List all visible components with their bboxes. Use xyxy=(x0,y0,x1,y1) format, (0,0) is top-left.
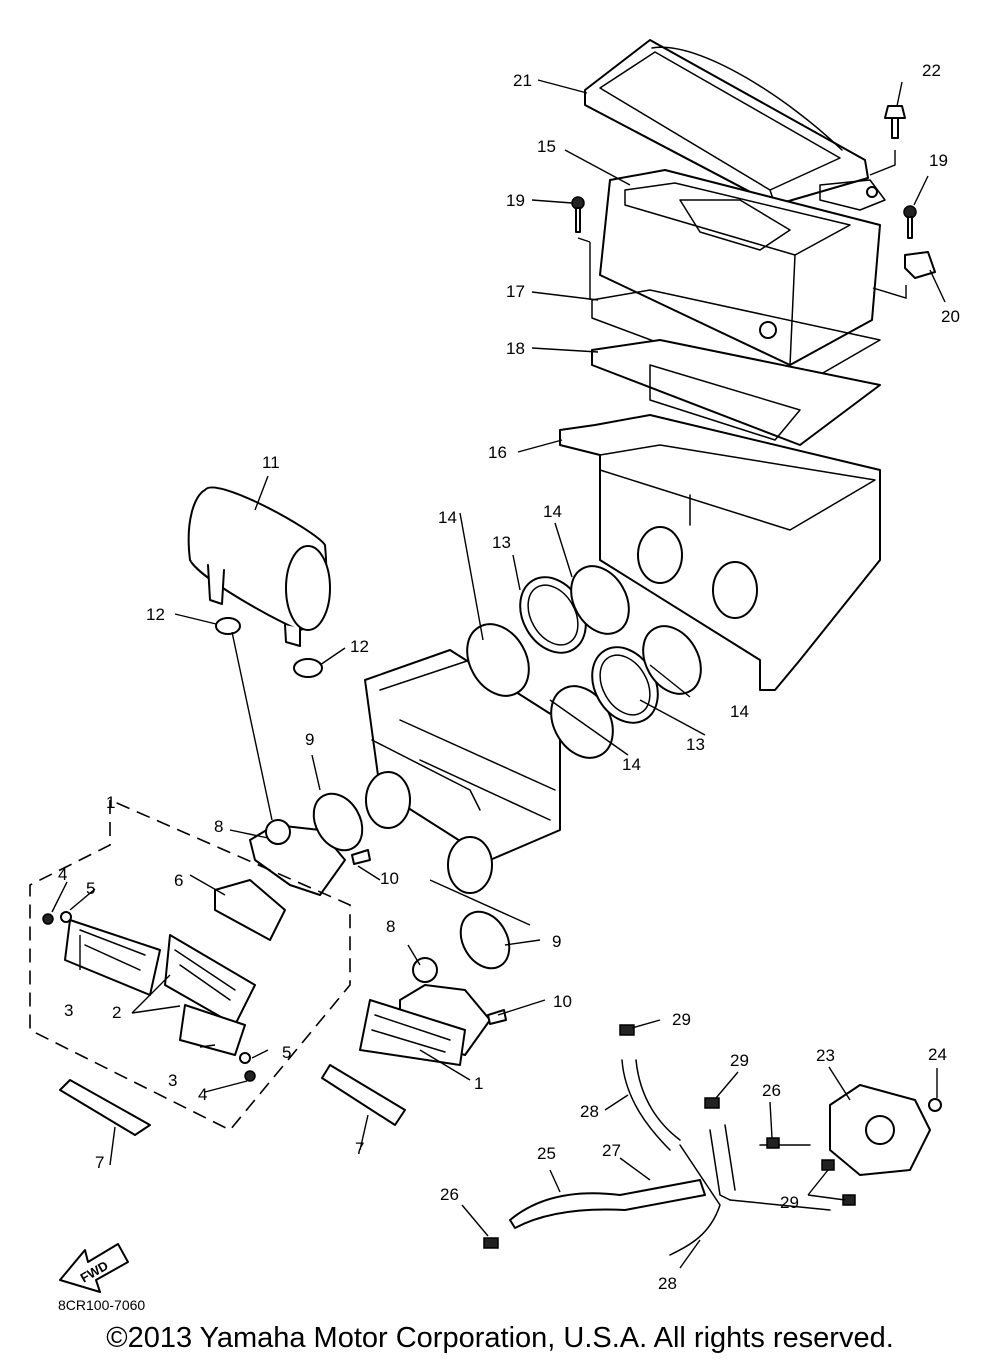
callout-1-group: 1 xyxy=(106,793,115,812)
diagram-code: 8CR100-7060 xyxy=(58,1297,145,1313)
carburetor-assembly xyxy=(364,649,561,894)
callout-26-right: 26 xyxy=(762,1081,781,1100)
reed-valve-group-boundary xyxy=(29,799,351,1131)
callout-18: 18 xyxy=(506,339,525,358)
callout-17: 17 xyxy=(506,282,525,301)
callout-2: 2 xyxy=(112,1003,121,1022)
callout-3-bottom: 3 xyxy=(168,1071,177,1090)
callout-8-top: 8 xyxy=(214,817,223,836)
air-box-upper xyxy=(599,169,886,366)
callout-14-bottom: 14 xyxy=(622,755,641,774)
copyright-notice: ©2013 Yamaha Motor Corporation, U.S.A. A… xyxy=(106,1322,894,1354)
callout-numbers: 21 22 15 19 19 20 17 18 16 11 12 12 14 1… xyxy=(58,61,960,1293)
callout-29-bottom: 29 xyxy=(780,1193,799,1212)
forward-direction-arrow: FWD xyxy=(59,1243,129,1293)
callout-9-bottom: 9 xyxy=(552,932,561,951)
callout-3-left: 3 xyxy=(64,1001,73,1020)
callout-29-middle: 29 xyxy=(730,1051,749,1070)
callout-4-bottom: 4 xyxy=(198,1085,207,1104)
callout-7-left: 7 xyxy=(95,1153,104,1172)
callout-13-top: 13 xyxy=(492,533,511,552)
callout-21: 21 xyxy=(513,71,532,90)
callout-28-bottom: 28 xyxy=(658,1274,677,1293)
air-box-lower xyxy=(559,364,881,691)
callout-7-right: 7 xyxy=(355,1139,364,1158)
callout-10-bottom: 10 xyxy=(553,992,572,1011)
gaskets xyxy=(591,289,881,446)
callout-8-bottom: 8 xyxy=(386,917,395,936)
callout-28-top: 28 xyxy=(580,1102,599,1121)
callout-23: 23 xyxy=(816,1046,835,1065)
callout-15: 15 xyxy=(537,137,556,156)
callout-13-bottom: 13 xyxy=(686,735,705,754)
callout-14-right: 14 xyxy=(730,702,749,721)
callout-19-right: 19 xyxy=(929,151,948,170)
callout-29-top: 29 xyxy=(672,1010,691,1029)
callout-22: 22 xyxy=(922,61,941,80)
callout-9-top: 9 xyxy=(305,730,314,749)
callout-6: 6 xyxy=(174,871,183,890)
callout-10-top: 10 xyxy=(380,869,399,888)
callout-24: 24 xyxy=(928,1045,947,1064)
callout-20: 20 xyxy=(941,307,960,326)
callout-4-top: 4 xyxy=(58,865,67,884)
joints-and-clamps xyxy=(466,565,702,759)
callout-5-bottom: 5 xyxy=(282,1043,291,1062)
callout-25: 25 xyxy=(537,1144,556,1163)
callout-14-left: 14 xyxy=(438,508,457,527)
callout-27: 27 xyxy=(602,1141,621,1160)
callout-12-left: 12 xyxy=(146,605,165,624)
reed-valve-assembly xyxy=(59,879,466,1136)
callout-12-right: 12 xyxy=(350,637,369,656)
reed-fasteners xyxy=(42,911,256,1082)
callout-1-right: 1 xyxy=(474,1074,483,1093)
callout-16: 16 xyxy=(488,443,507,462)
leader-lines xyxy=(51,79,946,1269)
callout-11: 11 xyxy=(262,453,280,472)
callout-14-top: 14 xyxy=(543,502,562,521)
hose-clamps-12 xyxy=(215,617,323,678)
connection-lines xyxy=(231,150,907,926)
callout-26-left: 26 xyxy=(440,1185,459,1204)
screws-and-clip xyxy=(571,105,936,279)
callout-19-left: 19 xyxy=(506,191,525,210)
callout-5-top: 5 xyxy=(86,879,95,898)
intake-silencer xyxy=(187,486,331,647)
fuel-pump-assembly xyxy=(483,1024,942,1256)
